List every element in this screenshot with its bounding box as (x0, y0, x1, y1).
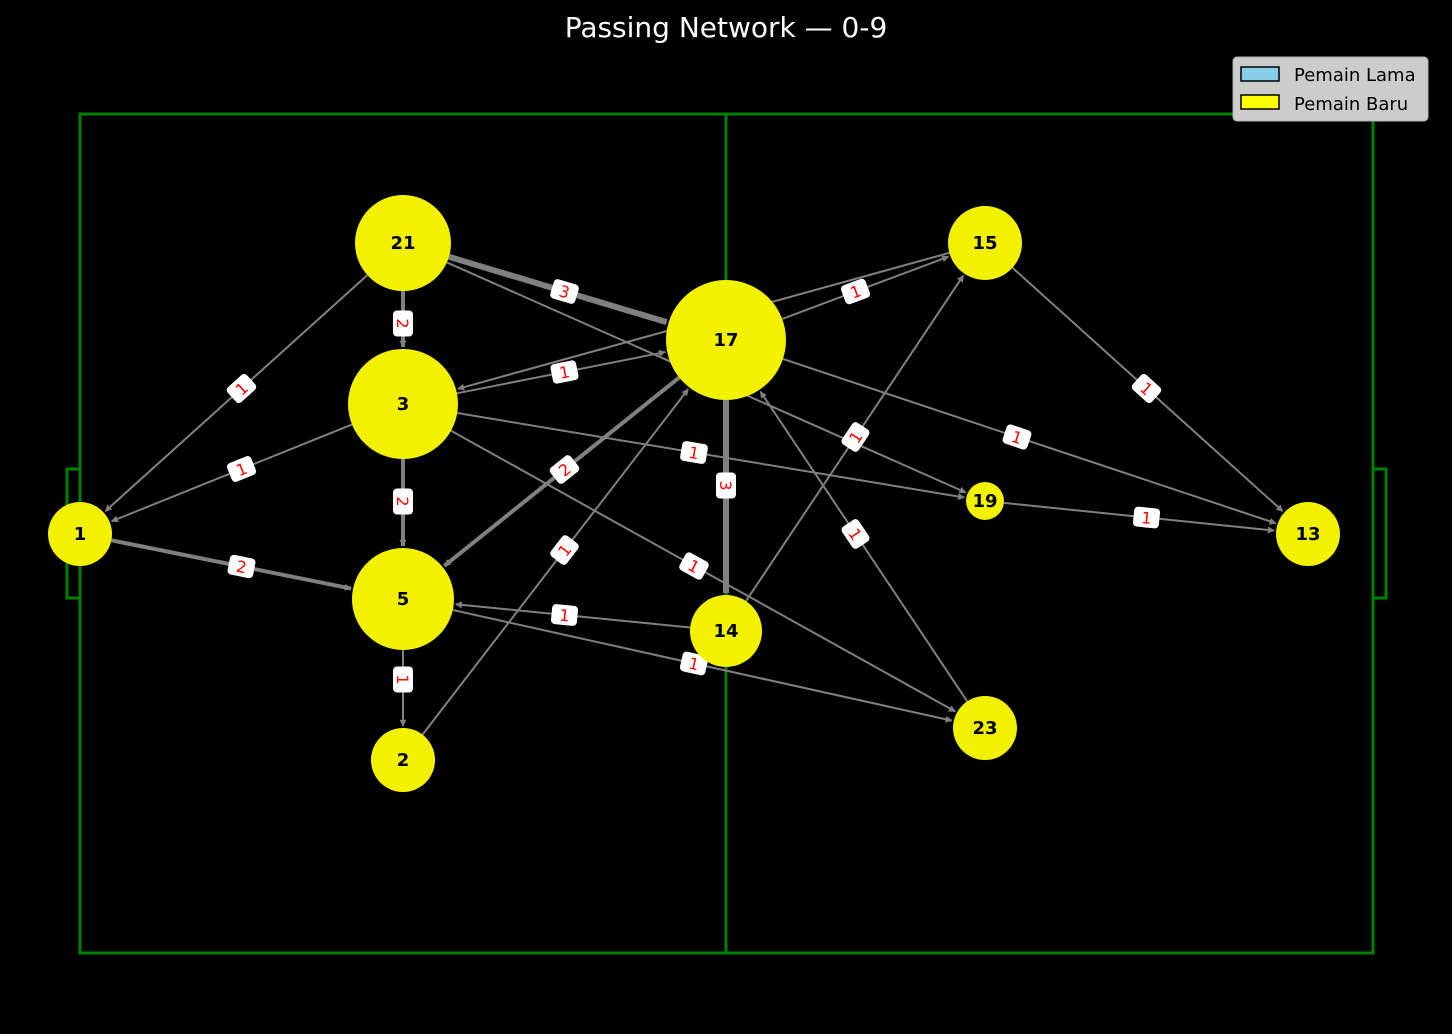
player-circle (966, 482, 1004, 520)
pass-count-label-bg (549, 455, 580, 484)
pass-edge-3-to-19 (457, 412, 965, 500)
pass-count-label-bg (550, 360, 579, 384)
pass-count-label-bg (841, 422, 870, 452)
player-node-15: 15 (948, 206, 1022, 280)
pass-count-text: 3 (716, 480, 735, 490)
player-number: 21 (390, 233, 415, 254)
player-number: 23 (972, 718, 997, 739)
player-number: 13 (1295, 524, 1320, 545)
pass-count-label-bg (393, 666, 413, 693)
pass-edge-23-to-17 (759, 390, 969, 702)
pass-count-label-3-to-23: 1 (679, 552, 709, 580)
player-node-19: 19 (966, 482, 1004, 520)
pass-count-label-1-to-5: 2 (227, 554, 256, 579)
pass-count-label-bg (1132, 506, 1161, 529)
player-circle (948, 206, 1022, 280)
legend-label-pemain-lama: Pemain Lama (1294, 65, 1416, 86)
pass-count-label-bg (226, 456, 257, 482)
legend-swatch-pemain-baru (1240, 94, 1280, 110)
player-circle (371, 728, 435, 792)
pass-count-label-19-to-13: 1 (1132, 506, 1161, 529)
pass-count-text: 1 (558, 606, 570, 626)
pass-count-label-bg (841, 519, 870, 549)
pass-edge-17-to-13 (782, 358, 1277, 525)
legend-box (1232, 56, 1429, 122)
player-node-17: 17 (666, 280, 786, 400)
pass-count-label-bg (679, 651, 709, 676)
player-number: 14 (713, 621, 738, 642)
player-circle (348, 349, 458, 459)
player-circle (666, 280, 786, 400)
player-number: 19 (972, 491, 997, 512)
player-circle (1276, 502, 1340, 566)
pass-count-label-15-to-13: 1 (1131, 374, 1162, 403)
pass-count-label-3-to-17: 1 (550, 360, 579, 384)
pass-count-label-17-to-13: 1 (1002, 424, 1032, 450)
pass-count-label-bg (840, 278, 871, 305)
player-node-2: 2 (371, 728, 435, 792)
player-node-23: 23 (953, 696, 1017, 760)
player-node-1: 1 (48, 502, 112, 566)
pass-count-text: 1 (687, 654, 701, 675)
pass-edge-2-to-17 (421, 388, 689, 736)
player-circle (953, 696, 1017, 760)
player-node-21: 21 (355, 195, 451, 291)
player-number: 3 (397, 394, 410, 415)
pass-count-label-17-to-15: 1 (840, 278, 871, 305)
pass-count-label-bg (680, 441, 708, 464)
pass-count-label-bg (679, 552, 709, 580)
pass-count-label-bg (1002, 424, 1032, 450)
pass-count-label-5-to-2: 1 (393, 666, 413, 693)
player-circle (48, 502, 112, 566)
pass-count-text: 1 (687, 443, 700, 463)
pass-count-label-23-to-17: 1 (841, 519, 870, 549)
pass-count-label-3-to-1: 1 (226, 456, 257, 482)
player-number: 1 (74, 524, 87, 545)
pass-count-label-14-to-5: 1 (550, 604, 579, 626)
pass-count-text: 1 (393, 674, 412, 684)
pass-count-label-21-to-3: 2 (393, 310, 413, 337)
pass-count-text: 1 (558, 362, 572, 383)
pass-count-label-3-to-5: 2 (393, 488, 413, 515)
pass-count-label-bg (716, 472, 736, 499)
player-number: 2 (397, 750, 410, 771)
pass-count-label-17-to-5: 2 (549, 455, 580, 484)
pass-count-label-17-to-14: 3 (716, 472, 736, 499)
legend: Pemain Lama Pemain Baru (1232, 56, 1429, 122)
pass-count-label-bg (227, 554, 256, 579)
player-circle (355, 195, 451, 291)
pass-count-text: 2 (393, 318, 412, 328)
pass-count-text: 2 (393, 496, 412, 506)
right-goal (1371, 467, 1388, 600)
pass-count-label-14-to-15: 1 (841, 422, 870, 452)
legend-label-pemain-baru: Pemain Baru (1294, 94, 1408, 115)
pass-count-label-bg (226, 374, 257, 403)
player-number: 17 (713, 330, 738, 351)
pass-count-label-21-to-17: 3 (550, 279, 579, 304)
pass-count-label-bg (393, 488, 413, 515)
player-node-14: 14 (690, 595, 762, 667)
pass-count-label-5-to-23: 1 (679, 651, 709, 676)
pass-count-text: 1 (1140, 508, 1152, 528)
player-circle (690, 595, 762, 667)
pass-count-text: 2 (235, 557, 249, 578)
pass-count-label-2-to-17: 1 (550, 535, 579, 565)
pass-count-label-21-to-1: 1 (226, 374, 257, 403)
pass-count-label-3-to-19: 1 (680, 441, 708, 464)
player-node-5: 5 (352, 548, 454, 650)
pass-count-label-bg (550, 279, 579, 304)
pass-count-label-bg (1131, 374, 1162, 403)
pass-count-label-bg (393, 310, 413, 337)
player-number: 15 (972, 233, 997, 254)
legend-swatch-pemain-lama (1240, 66, 1280, 82)
chart-title: Passing Network — 0-9 (565, 11, 888, 44)
pass-count-label-bg (550, 535, 579, 565)
player-node-13: 13 (1276, 502, 1340, 566)
player-number: 5 (397, 589, 410, 610)
player-node-3: 3 (348, 349, 458, 459)
player-circle (352, 548, 454, 650)
pass-count-label-bg (550, 604, 579, 626)
